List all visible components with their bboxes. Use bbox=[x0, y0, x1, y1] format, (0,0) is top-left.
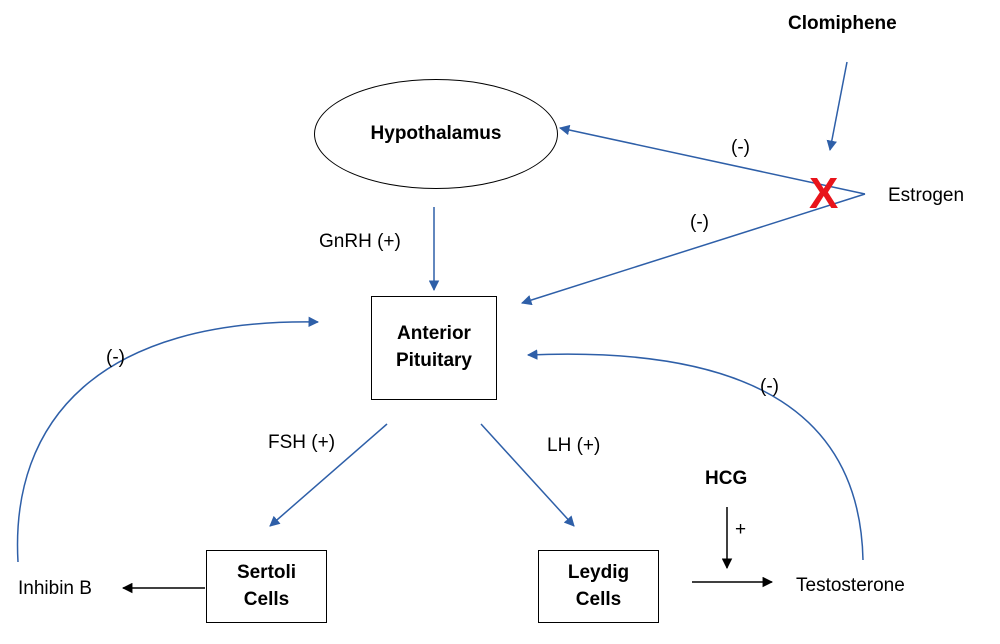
leydig-cells-node: Leydig Cells bbox=[538, 550, 659, 623]
lh-arrow bbox=[480, 423, 575, 527]
sertoli-label-line2: Cells bbox=[243, 588, 290, 610]
estrogen-to-pituitary-arrow bbox=[520, 193, 866, 306]
hypothalamus-node: Hypothalamus bbox=[314, 79, 558, 189]
estrogen-block-x-mark: X bbox=[809, 169, 839, 218]
anterior-pituitary-label-line1: Anterior bbox=[397, 323, 471, 345]
sertoli-label-line1: Sertoli bbox=[236, 561, 297, 583]
clomiphene-arrow bbox=[826, 61, 848, 152]
testosterone-feedback-arrow bbox=[526, 349, 864, 561]
clomiphene-label: Clomiphene bbox=[788, 13, 897, 34]
hcg-label: HCG bbox=[705, 468, 748, 489]
inhibin-feedback-arrow bbox=[16, 316, 320, 563]
fsh-label: FSH (+) bbox=[268, 432, 336, 453]
anterior-pituitary-node: Anterior Pituitary bbox=[371, 296, 497, 400]
estrogen-pituitary-negative-label: (-) bbox=[690, 212, 709, 233]
testosterone-negative-label: (-) bbox=[760, 376, 779, 397]
fsh-arrow bbox=[269, 423, 388, 527]
inhibin-b-label: Inhibin B bbox=[18, 578, 92, 599]
estrogen-label: Estrogen bbox=[888, 185, 965, 206]
hypothalamus-label: Hypothalamus bbox=[370, 123, 502, 144]
testosterone-label: Testosterone bbox=[796, 575, 905, 596]
leydig-label-line1: Leydig bbox=[567, 561, 630, 583]
estrogen-to-hypothalamus-arrow bbox=[558, 124, 866, 195]
hcg-positive-label: + bbox=[735, 519, 747, 540]
sertoli-cells-node: Sertoli Cells bbox=[206, 550, 327, 623]
estrogen-hypothalamus-negative-label: (-) bbox=[731, 137, 750, 158]
anterior-pituitary-label-line2: Pituitary bbox=[395, 350, 473, 371]
inhibin-negative-label: (-) bbox=[106, 347, 125, 368]
lh-label: LH (+) bbox=[547, 435, 601, 456]
gnrh-label: GnRH (+) bbox=[319, 231, 401, 252]
leydig-label-line2: Cells bbox=[575, 588, 622, 610]
